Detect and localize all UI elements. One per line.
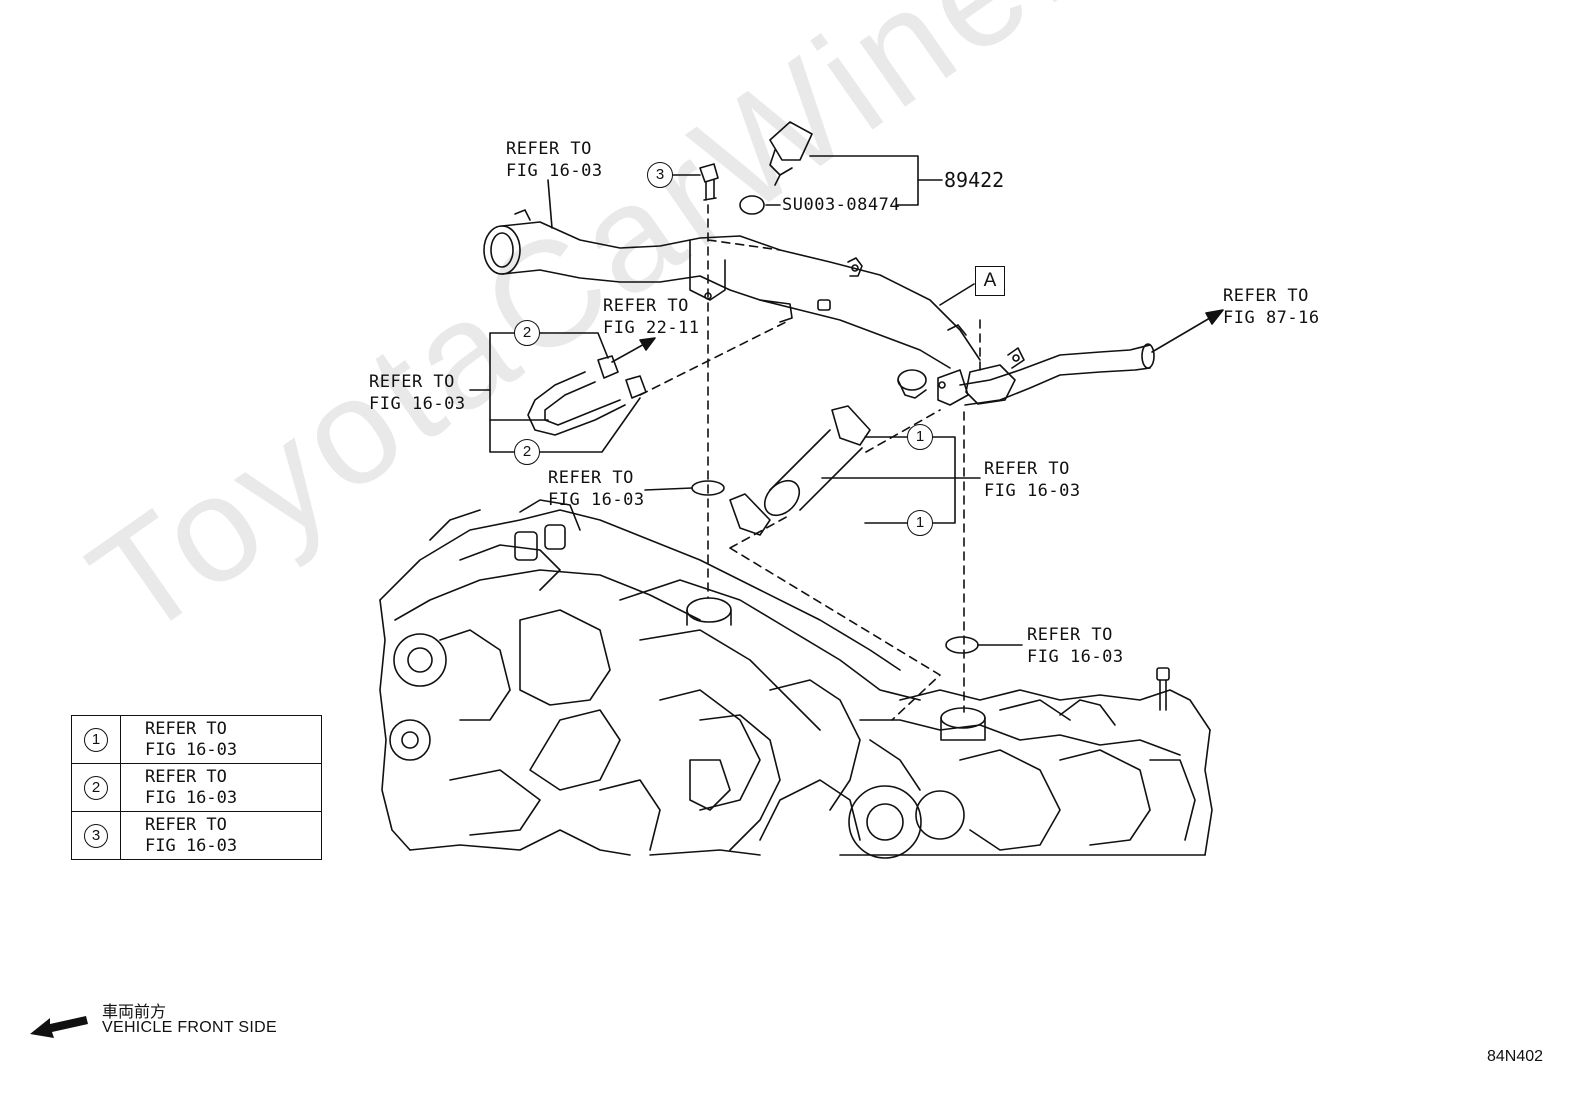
legend-ref-line1: REFER TO (145, 766, 227, 787)
legend-callout-2: 2 (84, 775, 108, 800)
callout-3: 3 (647, 162, 673, 188)
legend-callout-1: 1 (84, 727, 108, 752)
leader-lines (469, 155, 1023, 646)
front-direction-arrow-icon (30, 1016, 88, 1038)
part-number-o-ring: SU003-08474 (782, 195, 901, 215)
vehicle-front-label-jp: 車両前方 (102, 1002, 167, 1021)
water-hose-drawing (729, 405, 871, 536)
callout-1-lower: 1 (907, 510, 933, 536)
temperature-sensor-drawing (739, 121, 813, 215)
legend-ref-line2: FIG 16-03 (145, 739, 238, 760)
reference-arrows (611, 309, 1224, 363)
callout-box-a: A (975, 266, 1005, 296)
legend-ref-line2: FIG 16-03 (145, 835, 238, 856)
bypass-hose-drawing (527, 355, 647, 436)
figure-code: 84N402 (1487, 1048, 1544, 1065)
callout-2-lower: 2 (514, 439, 540, 465)
legend-ref-line1: REFER TO (145, 718, 227, 739)
callout-1-upper: 1 (907, 424, 933, 450)
water-outlet-pipe-drawing (483, 209, 1155, 406)
part-number-sensor: 89422 (944, 168, 1005, 192)
engine-block-drawing (379, 499, 1213, 859)
assembly-dashed-lines (639, 204, 981, 721)
vehicle-front-label-en: VEHICLE FRONT SIDE (102, 1019, 277, 1036)
legend-ref-line2: FIG 16-03 (145, 787, 238, 808)
bolt-drawing (699, 163, 719, 201)
callout-2-upper: 2 (514, 320, 540, 346)
o-ring-right (945, 636, 979, 654)
legend-callout-3: 3 (84, 823, 108, 848)
legend-ref-line1: REFER TO (145, 814, 227, 835)
